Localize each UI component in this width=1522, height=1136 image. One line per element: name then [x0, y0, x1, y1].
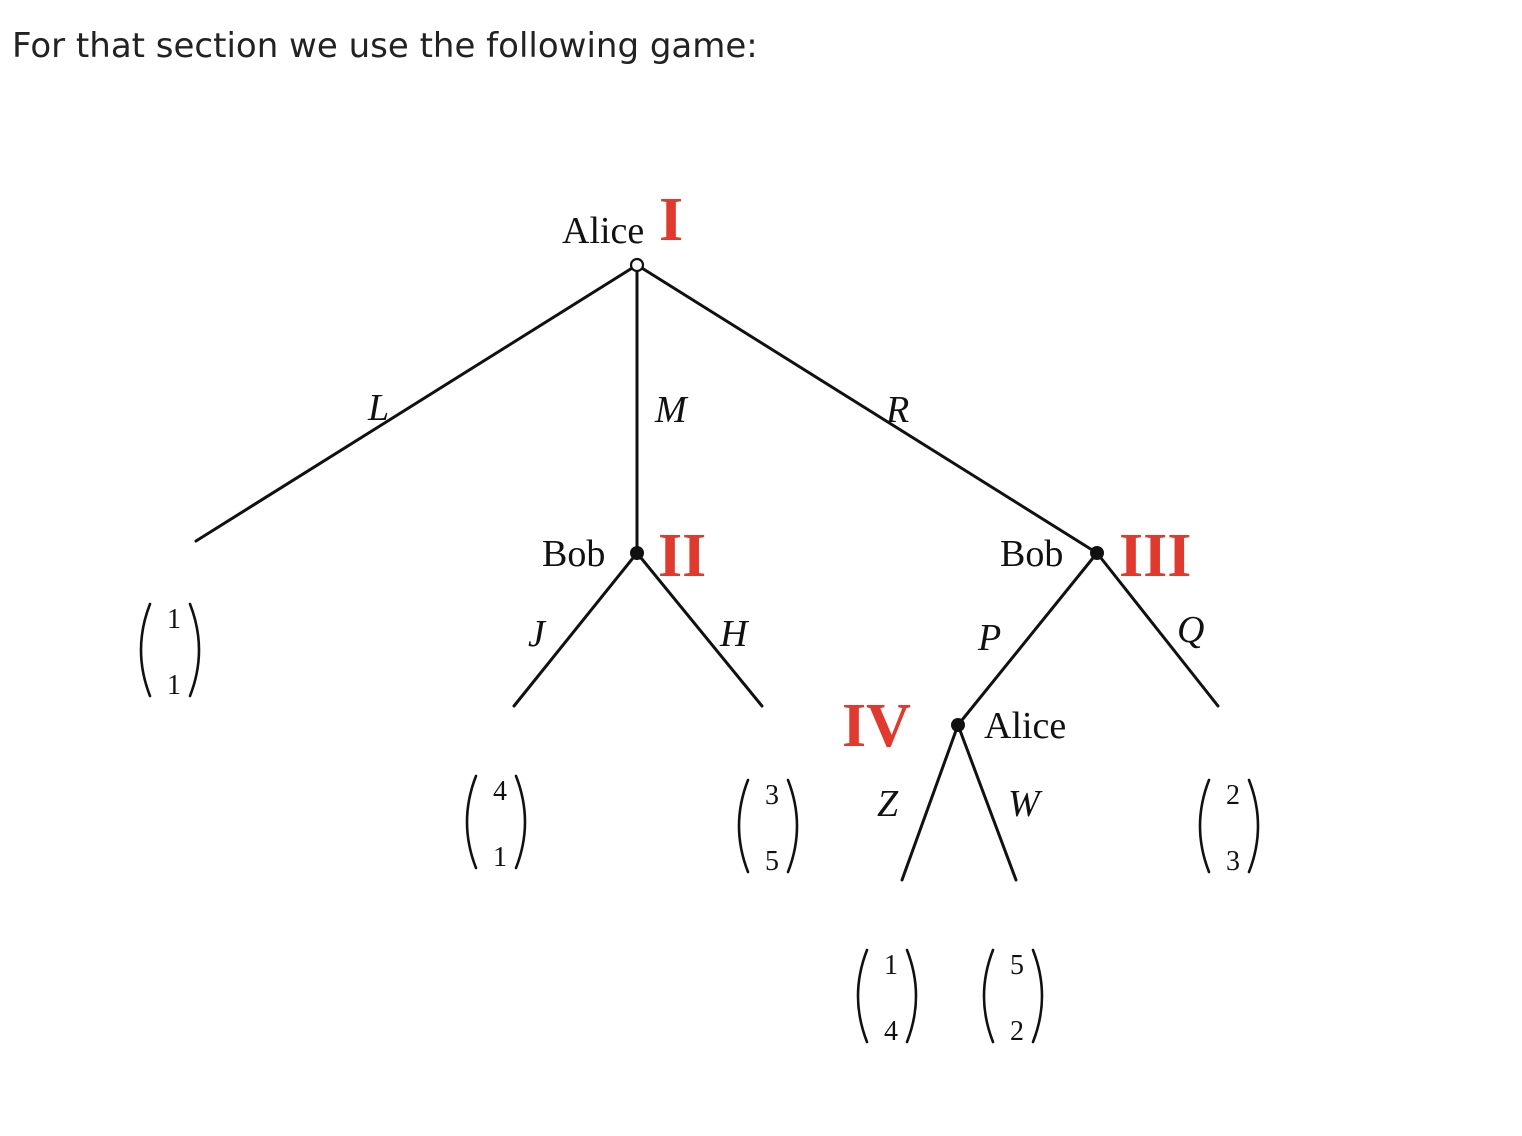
payoff-J-bottom: 1: [493, 842, 507, 873]
payoff-Z-right-paren: [905, 948, 918, 1044]
action-R: R: [885, 389, 909, 431]
action-Q: Q: [1177, 609, 1204, 651]
payoff-J-top: 4: [493, 776, 507, 807]
action-Z: Z: [877, 783, 899, 825]
action-J: J: [528, 613, 547, 655]
payoff-L-right-paren: [188, 602, 201, 698]
action-W: W: [1008, 783, 1043, 825]
node-III-player: Bob: [1000, 533, 1063, 575]
payoff-L-bottom: 1: [167, 670, 181, 701]
payoff-Q-right-paren: [1247, 778, 1260, 874]
node-II-label: II: [658, 522, 706, 590]
payoff-Q: 2 3: [1198, 778, 1260, 877]
payoff-Q-top: 2: [1226, 780, 1240, 811]
payoff-Z: 1 4: [856, 948, 918, 1047]
payoff-J-right-paren: [514, 774, 527, 870]
edge-Q: [1095, 551, 1220, 708]
edge-Z: [900, 723, 960, 882]
payoff-Q-bottom: 3: [1226, 846, 1240, 877]
payoff-W-left-paren: [982, 948, 995, 1044]
node-IV: [951, 718, 965, 732]
payoff-H-left-paren: [737, 778, 750, 874]
payoff-W-top: 5: [1010, 950, 1024, 981]
payoff-H: 3 5: [737, 778, 799, 877]
node-I-player: Alice: [562, 210, 644, 252]
node-II-player: Bob: [542, 533, 605, 575]
intro-text: For that section we use the following ga…: [12, 26, 758, 66]
node-I-label: I: [659, 186, 683, 254]
payoff-H-right-paren: [786, 778, 799, 874]
payoff-W-right-paren: [1031, 948, 1044, 1044]
node-II: [630, 546, 644, 560]
root-node: [629, 257, 645, 273]
payoff-L-left-paren: [139, 602, 152, 698]
payoff-L-top: 1: [167, 604, 181, 635]
payoff-H-top: 3: [765, 780, 779, 811]
edge-R: [635, 263, 1099, 555]
edge-H: [635, 551, 764, 708]
node-IV-label: IV: [842, 692, 911, 760]
payoff-J: 4 1: [465, 774, 527, 873]
action-L: L: [367, 387, 389, 429]
node-IV-player: Alice: [984, 705, 1066, 747]
payoff-L: 1 1: [139, 602, 201, 701]
edge-J: [512, 551, 639, 708]
payoff-W: 5 2: [982, 948, 1044, 1047]
edge-L: [194, 263, 639, 543]
edge-P: [956, 551, 1099, 727]
payoff-Z-left-paren: [856, 948, 869, 1044]
node-III-label: III: [1119, 522, 1191, 590]
payoff-H-bottom: 5: [765, 846, 779, 877]
payoff-Z-top: 1: [884, 950, 898, 981]
edge-W: [956, 723, 1018, 882]
node-III: [1090, 546, 1104, 560]
payoff-J-left-paren: [465, 774, 478, 870]
payoff-Z-bottom: 4: [884, 1016, 898, 1047]
payoff-W-bottom: 2: [1010, 1016, 1024, 1047]
action-H: H: [719, 613, 750, 655]
action-P: P: [977, 617, 1001, 659]
payoff-Q-left-paren: [1198, 778, 1211, 874]
action-M: M: [654, 389, 689, 431]
